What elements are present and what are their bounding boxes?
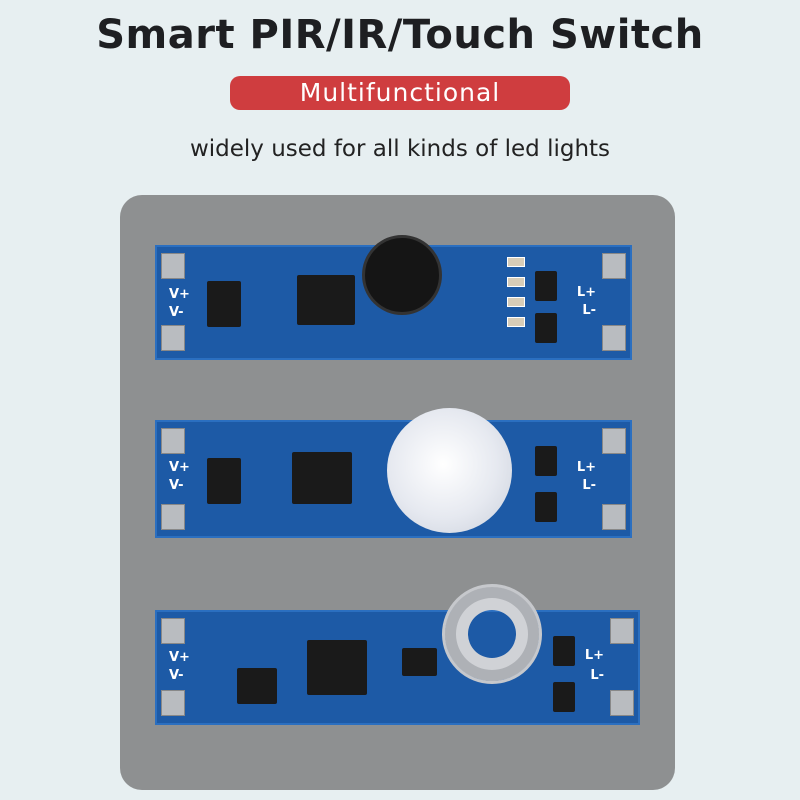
input-pad bbox=[161, 428, 185, 454]
label-vplus: V+ bbox=[169, 650, 190, 665]
ic-chip bbox=[297, 275, 355, 325]
resistor bbox=[507, 257, 525, 267]
output-pad bbox=[610, 618, 634, 644]
label-lminus: L- bbox=[582, 478, 596, 493]
output-pad bbox=[602, 504, 626, 530]
multifunctional-badge: Multifunctional bbox=[230, 76, 570, 110]
pir-switch-board: V+ V- L+ L- bbox=[155, 408, 632, 538]
touch-spring bbox=[442, 584, 542, 684]
headline: Smart PIR/IR/Touch Switch bbox=[96, 12, 704, 58]
label-lplus: L+ bbox=[576, 460, 596, 475]
mosfet bbox=[535, 492, 557, 522]
resistor bbox=[507, 277, 525, 287]
input-pad bbox=[161, 253, 185, 279]
label-vplus: V+ bbox=[169, 460, 190, 475]
pir-sensor-dome bbox=[387, 408, 512, 533]
resistor bbox=[507, 317, 525, 327]
input-pad bbox=[161, 325, 185, 351]
ic-chip bbox=[307, 640, 367, 695]
label-lplus: L+ bbox=[576, 285, 596, 300]
ir-receiver bbox=[362, 235, 442, 315]
regulator-chip bbox=[237, 668, 277, 704]
ic-chip bbox=[292, 452, 352, 504]
output-pad bbox=[602, 253, 626, 279]
label-lplus: L+ bbox=[584, 648, 604, 663]
input-pad bbox=[161, 618, 185, 644]
label-vminus: V- bbox=[169, 668, 184, 683]
label-lminus: L- bbox=[590, 668, 604, 683]
label-vplus: V+ bbox=[169, 287, 190, 302]
regulator-chip bbox=[207, 281, 241, 327]
output-pad bbox=[602, 428, 626, 454]
touch-ic bbox=[402, 648, 437, 676]
mosfet bbox=[535, 313, 557, 343]
regulator-chip bbox=[207, 458, 241, 504]
mosfet bbox=[535, 446, 557, 476]
label-vminus: V- bbox=[169, 305, 184, 320]
label-lminus: L- bbox=[582, 303, 596, 318]
input-pad bbox=[161, 690, 185, 716]
product-panel: V+ V- L+ L- V+ V- L+ L- V+ V- L+ bbox=[120, 195, 675, 790]
output-pad bbox=[602, 325, 626, 351]
touch-switch-board: V+ V- L+ L- bbox=[155, 584, 640, 725]
input-pad bbox=[161, 504, 185, 530]
mosfet bbox=[553, 682, 575, 712]
mosfet bbox=[553, 636, 575, 666]
label-vminus: V- bbox=[169, 478, 184, 493]
mosfet bbox=[535, 271, 557, 301]
output-pad bbox=[610, 690, 634, 716]
resistor bbox=[507, 297, 525, 307]
ir-switch-board: V+ V- L+ L- bbox=[155, 235, 632, 360]
subtitle: widely used for all kinds of led lights bbox=[189, 136, 611, 162]
